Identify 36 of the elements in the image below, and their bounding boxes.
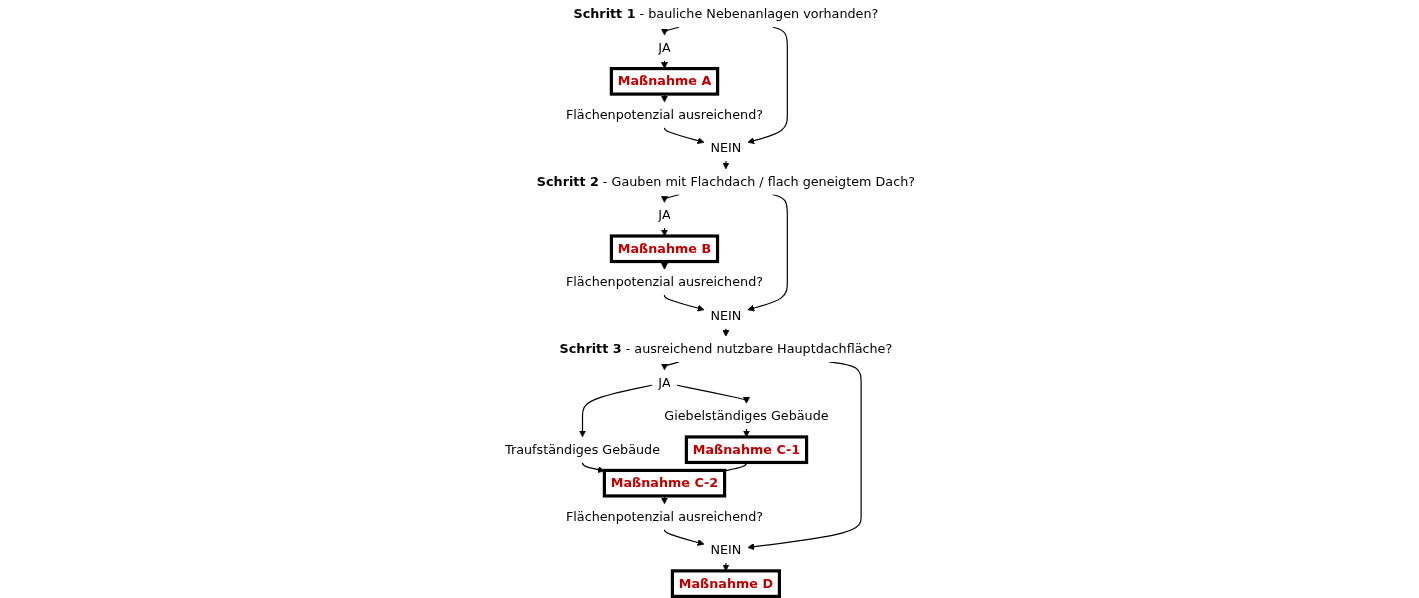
node-text: Flächenpotenzial ausreichend? [565,106,763,122]
node-text: NEIN [709,140,741,156]
arrow [663,294,704,312]
node-text: JA [657,207,671,223]
node-text: Flächenpotenzial ausreichend? [565,508,763,524]
node-box: Maßnahme D [670,569,781,598]
node-text: JA [657,374,671,390]
arrow [660,26,680,36]
arrow [746,193,788,312]
node-text: Flächenpotenzial ausreichend? [565,274,763,290]
node-text: NEIN [709,307,741,323]
arrow [660,60,668,69]
arrow [663,127,704,145]
arrow [746,361,862,551]
node-text: Schritt 2 - Gauben mit Flachdach / flach geneigtem Dach? [536,173,915,189]
node-text: Traufständiges Gebäude [504,441,660,457]
arrow [660,361,680,371]
node-text: Schritt 1 - bauliche Nebenanlagen vorhanden? [573,6,878,22]
arrow [721,160,729,170]
arrow [660,227,668,237]
node-box: Maßnahme C-2 [602,468,726,498]
node-box: Maßnahme A [609,66,719,96]
node-text: Giebelständiges Gebäude [663,408,829,424]
node-box: Maßnahme C-1 [684,435,808,465]
arrow [660,495,668,505]
node-box: Maßnahme B [609,234,719,264]
node-text: JA [657,39,671,56]
arrow [578,384,653,438]
arrow [721,327,729,337]
arrow [581,461,605,474]
arrow [663,528,704,546]
arrow [675,384,750,404]
arrow [746,26,788,145]
node-text: NEIN [709,542,741,558]
arrow [660,193,680,203]
node-text: Schritt 3 - ausreichend nutzbare Hauptdachfläche? [559,341,892,357]
